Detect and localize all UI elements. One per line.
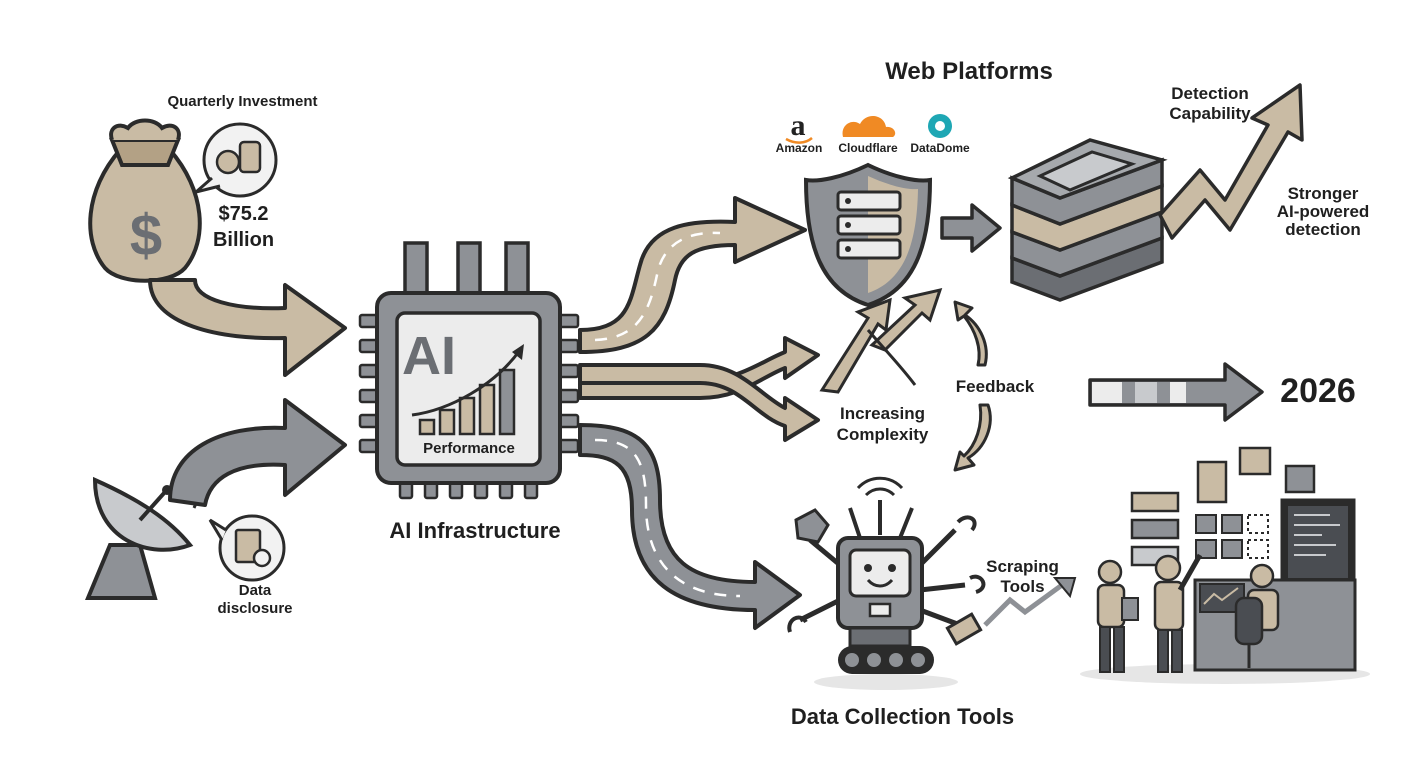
disclosure-label-line2: disclosure — [217, 600, 293, 617]
svg-text:$: $ — [130, 203, 162, 268]
brand-amazon-label: Amazon — [775, 141, 823, 155]
detection-title-line2: Capability — [1169, 104, 1251, 123]
detection-desc-line1: Stronger — [1287, 184, 1359, 203]
document-bubble-icon — [208, 514, 286, 582]
disclosure-arrow — [168, 398, 347, 507]
scraping-tools-line2: Tools — [1000, 577, 1045, 596]
road-to-complexity-lower — [578, 363, 820, 442]
detection-desc-line3: detection — [1285, 220, 1361, 239]
cloudflare-logo-icon — [842, 116, 896, 137]
coins-bubble-icon — [195, 122, 278, 198]
investment-amount: $75.2 — [218, 203, 269, 225]
investment-title: Quarterly Investment — [167, 93, 318, 110]
disclosure-label-line1: Data — [238, 582, 272, 599]
layered-blocks-icon — [1007, 138, 1168, 302]
rising-arrows-icon — [819, 287, 943, 394]
brand-cloudflare-label: Cloudflare — [838, 141, 898, 155]
investment-unit: Billion — [212, 229, 275, 251]
chip-performance-label: Performance — [423, 440, 515, 457]
data-collection-caption: Data Collection Tools — [790, 704, 1015, 729]
timeline-arrow — [1088, 362, 1264, 422]
ai-infrastructure-caption: AI Infrastructure — [389, 518, 561, 543]
robot-icon — [787, 476, 986, 690]
feedback-label: Feedback — [955, 377, 1035, 396]
ai-chip-icon — [358, 241, 580, 500]
money-bag-icon: $ — [88, 118, 202, 283]
satellite-dish-icon — [85, 466, 199, 600]
web-platforms-title: Web Platforms — [885, 58, 1053, 85]
road-to-web — [578, 196, 807, 354]
detection-rising-arrow — [1158, 83, 1304, 240]
scraping-tools-line1: Scraping — [986, 557, 1059, 576]
scraping-tools-arrow — [983, 582, 1064, 627]
brand-datadome-label: DataDome — [910, 141, 970, 155]
complexity-line2: Complexity — [836, 425, 929, 444]
year-label: 2026 — [1280, 372, 1356, 410]
amazon-logo-icon: a — [791, 109, 806, 142]
detection-title-line1: Detection — [1171, 84, 1249, 103]
datadome-logo-icon — [928, 114, 952, 138]
chip-ai-text: AI — [402, 326, 456, 386]
shield-to-detection-arrow — [940, 203, 1002, 253]
detection-desc-line2: AI-powered — [1276, 202, 1370, 221]
complexity-line1: Increasing — [839, 404, 926, 423]
shield-server-icon — [803, 162, 933, 308]
investment-arrow — [148, 278, 347, 377]
road-to-tools — [578, 423, 802, 630]
feedback-arrow-down — [953, 403, 992, 472]
feedback-arrow-up — [953, 300, 988, 367]
team-workstation-icon — [1080, 446, 1370, 684]
